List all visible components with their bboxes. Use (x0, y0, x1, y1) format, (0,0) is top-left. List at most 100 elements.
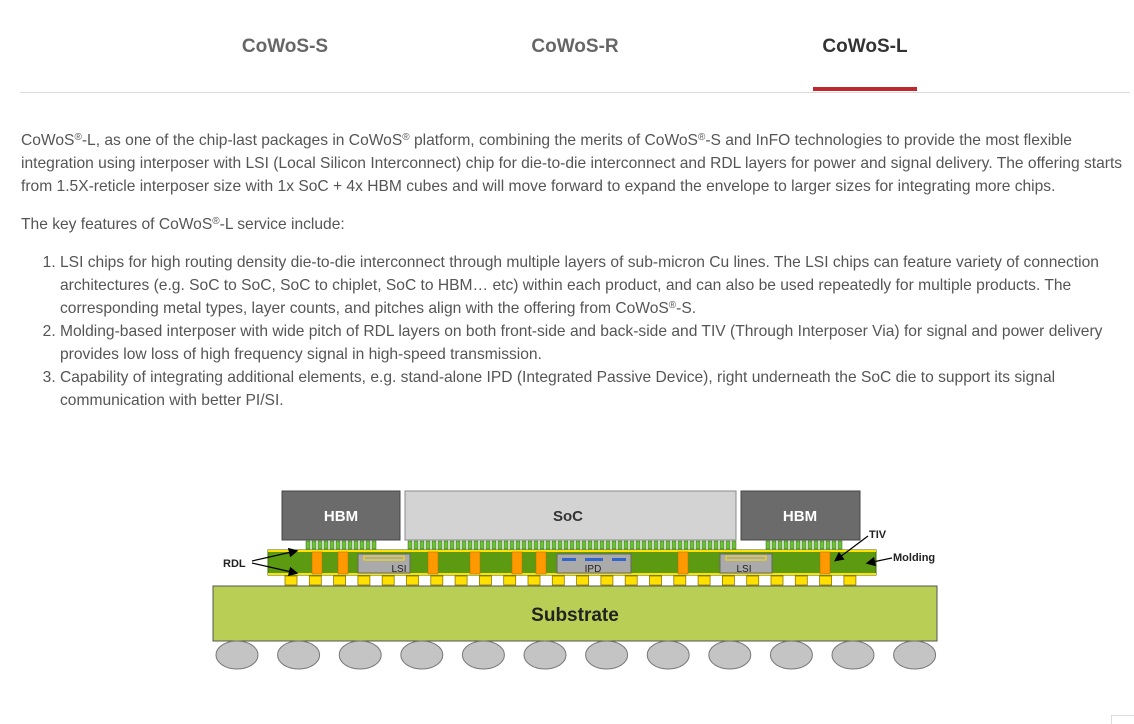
micro-bump (587, 540, 593, 550)
c4-bump (819, 575, 832, 586)
micro-bump (509, 540, 515, 550)
hbm-right-label: HBM (783, 508, 817, 525)
solder-ball (893, 640, 937, 670)
micro-bump (371, 540, 377, 550)
tab-cowos-r[interactable]: CoWoS-R (531, 36, 619, 57)
micro-bump (539, 540, 545, 550)
tiv-via (677, 551, 689, 575)
solder-ball (215, 640, 259, 670)
micro-bump (719, 540, 725, 550)
cowos-l-diagram: HBM SoC HBM LSI IPD LSI Substrate RDL (200, 480, 960, 680)
tiv-via (511, 551, 523, 575)
micro-bump (443, 540, 449, 550)
intro-text: platform, combining the merits of CoWoS (409, 132, 698, 149)
micro-bump (449, 540, 455, 550)
solder-ball (277, 640, 321, 670)
micro-bump (807, 540, 813, 550)
registered-mark: ® (697, 132, 706, 143)
micro-bump (725, 540, 731, 550)
molding-label: Molding (893, 552, 935, 564)
micro-bump (677, 540, 683, 550)
micro-bump (323, 540, 329, 550)
tiv-arrow (834, 535, 869, 562)
micro-bump (491, 540, 497, 550)
micro-bump (629, 540, 635, 550)
micro-bump (713, 540, 719, 550)
feature-text: Molding-based interposer with wide pitch… (60, 323, 1103, 363)
micro-bump (545, 540, 551, 550)
micro-bump (599, 540, 605, 550)
active-tab-indicator (813, 87, 917, 91)
c4-bump (746, 575, 760, 586)
micro-bumps (305, 540, 843, 550)
lsi-chip-right (719, 553, 773, 574)
intro-paragraph: CoWoS®-L, as one of the chip-last packag… (21, 129, 1131, 198)
c4-bump (527, 575, 541, 586)
micro-bump (497, 540, 503, 550)
tab-cowos-l[interactable]: CoWoS-L (822, 36, 908, 57)
micro-bump (353, 540, 359, 550)
registered-mark: ® (74, 132, 82, 143)
micro-bump (635, 540, 641, 550)
hbm-die-left (281, 490, 401, 541)
micro-bump (473, 540, 479, 550)
tiv-via (819, 551, 831, 575)
package-cross-section: HBM SoC HBM LSI IPD LSI Substrate RDL (212, 490, 938, 670)
c4-bump (284, 575, 298, 586)
rdl-arrow-top (251, 547, 299, 562)
solder-ball (400, 640, 444, 670)
micro-bump (771, 540, 777, 550)
lsi-right-label: LSI (736, 564, 751, 575)
micro-bump (413, 540, 419, 550)
micro-bump (837, 540, 843, 550)
micro-bump (623, 540, 629, 550)
micro-bump (831, 540, 837, 550)
lsi-wiring-right (725, 555, 767, 561)
rdl-arrow-bottom (251, 562, 299, 577)
micro-bump (347, 540, 353, 550)
lsi-wiring-left (363, 555, 405, 561)
micro-bump (777, 540, 783, 550)
micro-bump (689, 540, 695, 550)
tab-bar: CoWoS-S CoWoS-R CoWoS-L (20, 0, 1130, 93)
c4-bump (430, 575, 444, 586)
micro-bump (317, 540, 323, 550)
solder-ball (831, 640, 875, 670)
tiv-via (311, 551, 323, 575)
micro-bump (527, 540, 533, 550)
solder-ball (523, 640, 567, 670)
feature-text: Capability of integrating additional ele… (60, 369, 1056, 409)
ipd-label: IPD (585, 564, 602, 575)
c4-bump (308, 575, 322, 586)
ipd-capacitors (562, 558, 626, 561)
c4-bump (551, 575, 565, 586)
micro-bump (783, 540, 789, 550)
ipd-element (562, 558, 576, 561)
micro-bump (581, 540, 587, 550)
micro-bump (521, 540, 527, 550)
tab-cowos-s[interactable]: CoWoS-S (241, 36, 329, 57)
tiv-via (469, 551, 481, 575)
c4-bump (333, 575, 347, 586)
key-features-text: The key features of CoWoS (21, 216, 213, 233)
micro-bump (419, 540, 425, 550)
c4-bump (381, 575, 395, 586)
micro-bump (575, 540, 581, 550)
micro-bump (617, 540, 623, 550)
c4-bump (770, 575, 784, 586)
tiv-via (535, 551, 547, 575)
registered-mark: ® (668, 300, 677, 311)
micro-bump (731, 540, 737, 550)
micro-bump (653, 540, 659, 550)
ipd-element (585, 558, 603, 561)
feature-list: LSI chips for high routing density die-t… (21, 251, 1131, 412)
feature-text: LSI chips for high routing density die-t… (60, 254, 1099, 317)
registered-mark: ® (402, 132, 410, 143)
c4-bump (624, 575, 638, 586)
solder-balls (215, 640, 937, 670)
c4-bump (576, 575, 590, 586)
micro-bump (795, 540, 801, 550)
micro-bump (593, 540, 599, 550)
micro-bump (485, 540, 491, 550)
micro-bump (647, 540, 653, 550)
